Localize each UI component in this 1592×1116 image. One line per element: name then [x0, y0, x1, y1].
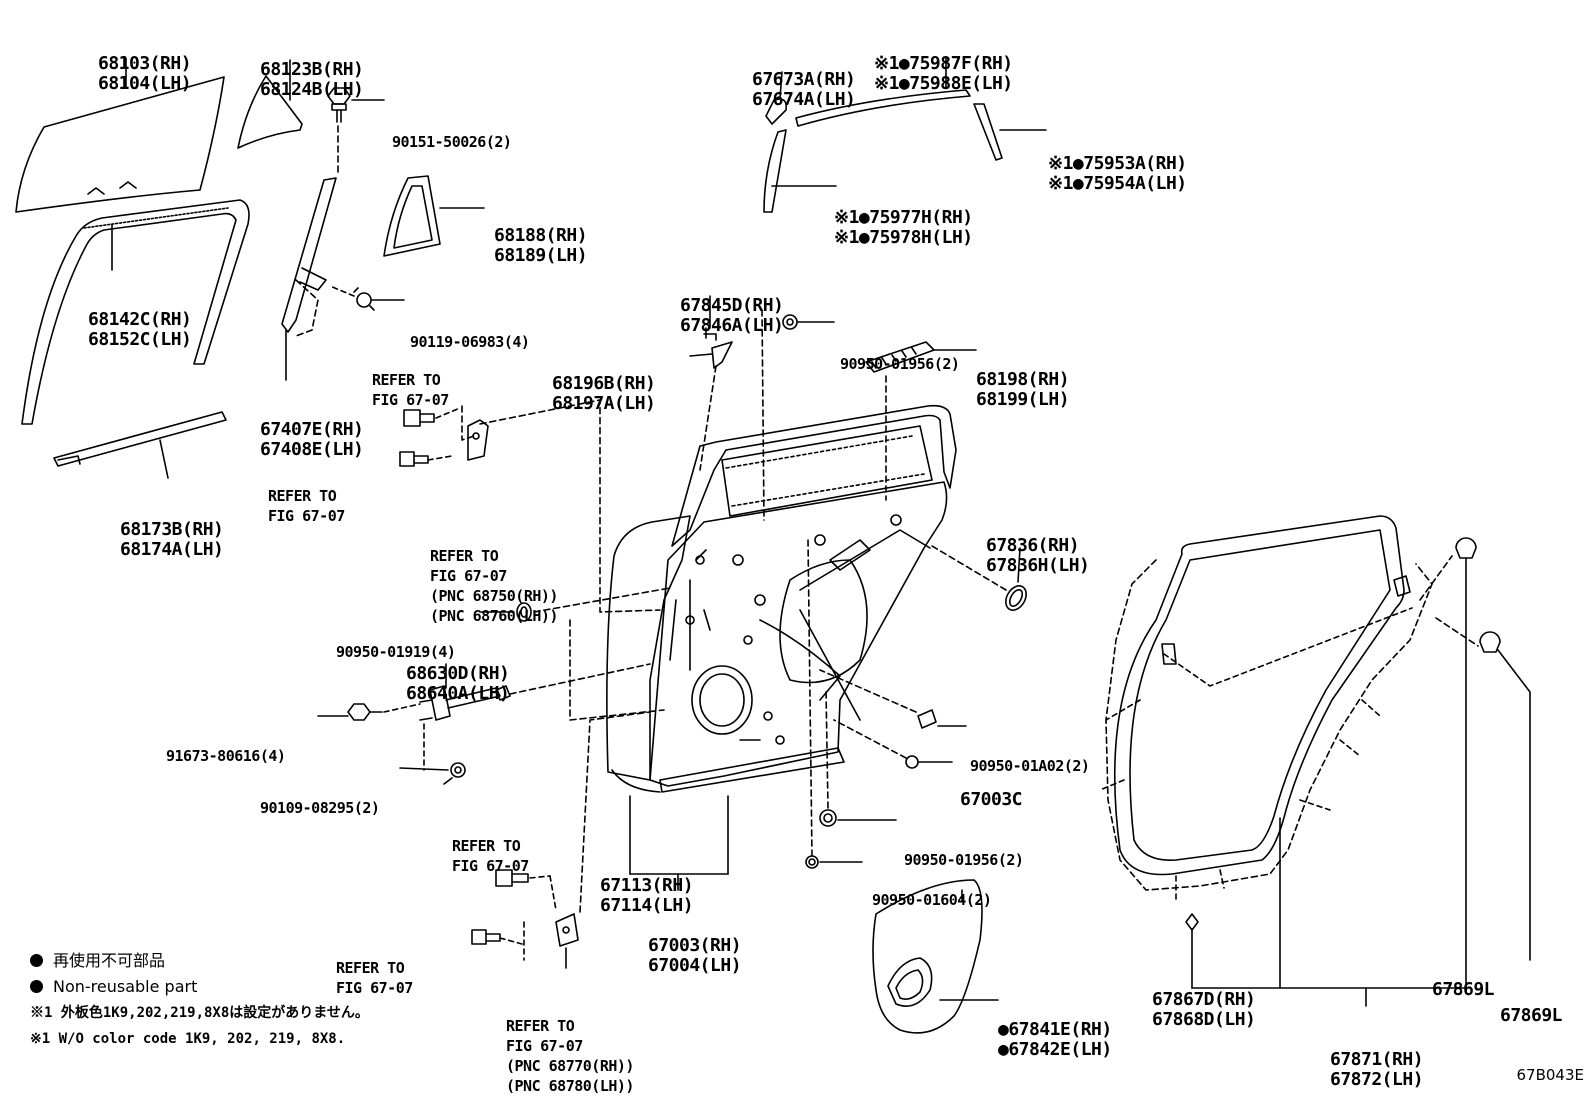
label-68142: 68142C(RH)68152C(LH): [88, 309, 192, 350]
label-67673: 67673A(RH)67674A(LH): [752, 69, 856, 110]
label-75977: ※1●75977H(RH)※1●75978H(LH): [834, 207, 973, 248]
label-68173: 68173B(RH)68174A(LH): [120, 519, 224, 560]
label-68188: 68188(RH)68189(LH): [494, 225, 588, 266]
label-75987: ※1●75987F(RH)※1●75988E(LH): [874, 53, 1013, 94]
label-90950-01956: 90950-01956(2): [904, 851, 1024, 869]
bullet-icon: [30, 954, 43, 967]
label-91673: 91673-80616(4): [166, 747, 286, 765]
label-90151: 90151-50026(2): [392, 133, 512, 151]
bolt-90151: [327, 87, 385, 177]
label-90950-01919: 90950-01919(4): [336, 643, 456, 661]
upper-hinge-bolts: [399, 399, 661, 613]
label-90119: 90119-06983(4): [410, 333, 530, 351]
label-67841: ●67841E(RH)●67842E(LH): [998, 1019, 1112, 1060]
legend-note-en: ※1 W/O color code 1K9, 202, 219, 8X8.: [30, 1031, 346, 1047]
screw-90119: [329, 285, 405, 311]
label-68123: 68123B(RH)68124B(LH): [260, 59, 364, 100]
legend-row-jp: 再使用不可部品: [30, 948, 369, 974]
door-weatherstrip: [1099, 515, 1531, 1007]
label-68198: 68198(RH)68199(LH): [976, 369, 1070, 410]
label-67113: 67113(RH)67114(LH): [600, 875, 694, 916]
label-90109: 90109-08295(2): [260, 799, 380, 817]
label-67869: 67869L: [1432, 979, 1495, 1000]
legend: 再使用不可部品 Non-reusable part ※1 外板色1K9,202,…: [30, 948, 369, 1052]
label-67003: 67003(RH)67004(LH): [648, 935, 742, 976]
label-67845: 67845D(RH)67846A(LH): [680, 295, 784, 336]
rear-quarter-glass-part: [383, 175, 485, 257]
legend-row-en: Non-reusable part: [30, 974, 369, 1000]
division-bar-part: [281, 177, 337, 381]
clips-right: [805, 539, 967, 869]
label-67869: 67869L: [1500, 1005, 1563, 1026]
service-hole-cover: [872, 879, 999, 1034]
door-glass-part: [15, 57, 225, 213]
upper-mouldings: [763, 57, 1047, 213]
belt-moulding-part: [53, 411, 227, 479]
quarter-glass-part: [237, 59, 303, 149]
lower-hinge: [471, 711, 651, 969]
rear-door-panel: [606, 404, 957, 793]
label-75953: ※1●75953A(RH)※1●75954A(LH): [1048, 153, 1187, 194]
brackets: [689, 295, 977, 521]
label-67867: 67867D(RH)67868D(LH): [1152, 989, 1256, 1030]
label-67407: 67407E(RH)67408E(LH): [260, 419, 364, 460]
hole-plug: [931, 545, 1027, 611]
label-68103: 68103(RH)68104(LH): [98, 53, 192, 94]
label-67003c: 67003C: [960, 789, 1023, 810]
label-68196: 68196B(RH)68197A(LH): [552, 373, 656, 414]
bullet-icon: [30, 980, 43, 993]
leader-brackets: [629, 795, 729, 891]
check-and-clips: [317, 587, 671, 785]
label-67871: 67871(RH)67872(LH): [1330, 1049, 1424, 1090]
label-90950-01956: 90950-01956(2): [840, 355, 960, 373]
label-67836: 67836(RH)67836H(LH): [986, 535, 1090, 576]
figure-id: 67B043E: [1516, 1066, 1585, 1084]
label-68630: 68630D(RH)68640A(LH): [406, 663, 510, 704]
legend-note-jp: ※1 外板色1K9,202,219,8X8は設定がありません。: [30, 1005, 369, 1021]
label-90950-01604: 90950-01604(2): [872, 891, 992, 909]
label-90950-01a02: 90950-01A02(2): [970, 757, 1090, 775]
glass-run-part: [21, 199, 250, 425]
